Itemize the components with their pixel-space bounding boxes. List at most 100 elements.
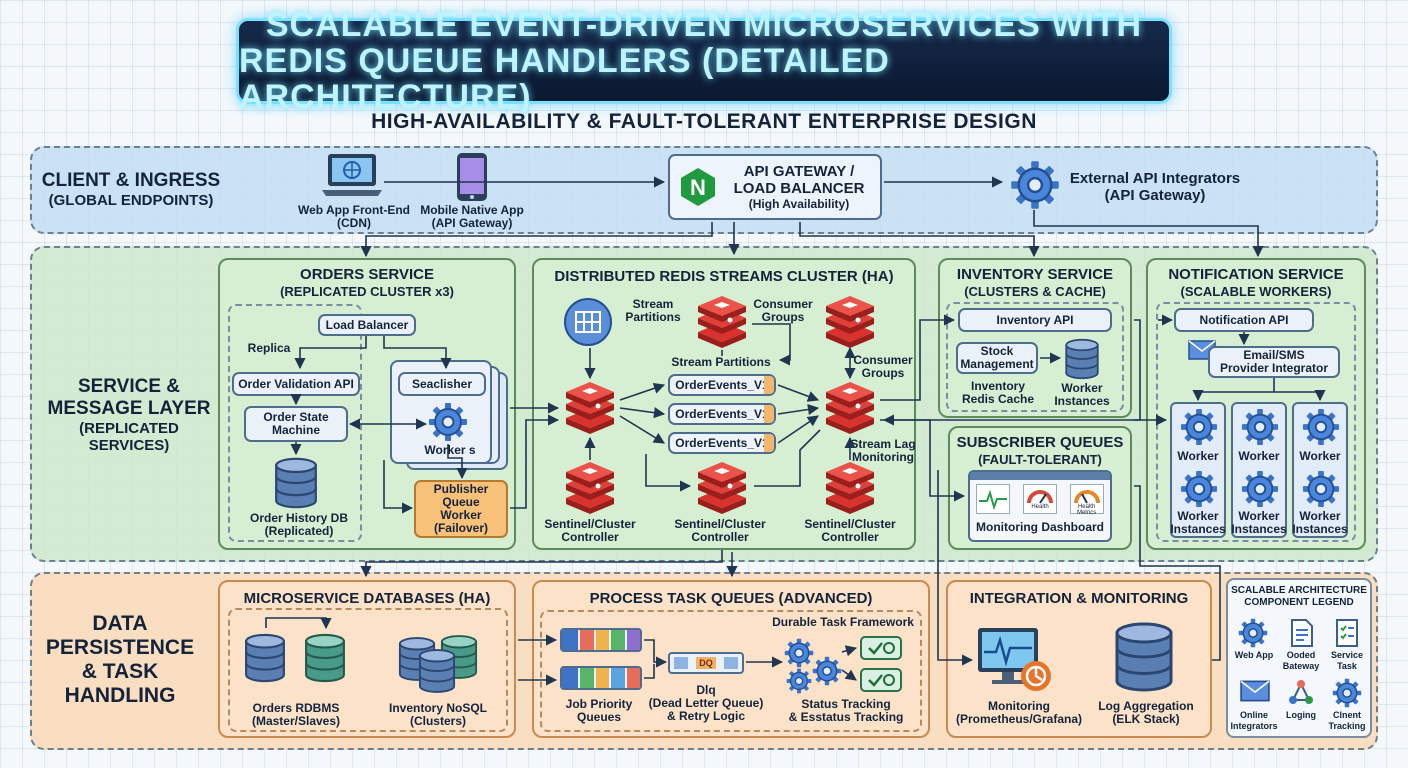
worker-gear-icon [428, 402, 468, 442]
publisher-queue-worker-box[interactable]: Publisher Queue Worker (Failover) [414, 480, 508, 538]
stream-tab-2 [764, 405, 774, 423]
stream-box-3[interactable]: OrderEvents_V1 [668, 432, 776, 454]
log-aggregation-db-icon [1114, 618, 1174, 696]
redis-node-left-primary [562, 382, 618, 434]
dlq-slot-1 [674, 657, 689, 669]
inventory-nosql-label: Inventory NoSQL(Clusters) [388, 701, 487, 728]
legend-document-icon [1286, 618, 1316, 648]
notification-api-box[interactable]: Notification API [1174, 308, 1314, 332]
worker-label: Worker s [424, 443, 476, 457]
title-line-1: SCALABLE EVENT-DRIVEN MICROSERVICES WITH [265, 6, 1143, 44]
order-history-db-label: Order History DB(Replicated) [249, 511, 349, 538]
client-ingress-label: CLIENT & INGRESS (GLOBAL ENDPOINTS) [41, 170, 221, 209]
gateway-line1: API GATEWAY / [743, 163, 855, 180]
worker-label-3: Worker [1299, 449, 1341, 463]
worker-label-1: Worker [1177, 449, 1219, 463]
legend-label-1: Web App [1234, 650, 1274, 660]
stream-partitions-icon [564, 298, 612, 346]
load-balancer-box[interactable]: Load Balancer [318, 314, 416, 336]
data-layer-label: DATA PERSISTENCE & TASK HANDLING [45, 612, 195, 708]
nginx-icon: N [678, 167, 718, 207]
health-gauge-icon: Health [1022, 484, 1057, 514]
stream-box-1[interactable]: OrderEvents_V1 [668, 374, 776, 396]
laptop-icon [322, 152, 382, 198]
worker-label-2: Worker [1238, 449, 1280, 463]
stream-tab-3 [764, 434, 774, 452]
phone-icon [456, 152, 488, 202]
task-framework-group [540, 610, 922, 732]
worker-gear-icon-3 [1302, 408, 1340, 446]
title-line-2: REDIS QUEUE HANDLERS (DETAILED ARCHITECT… [239, 42, 890, 116]
dlq-slot-2 [723, 657, 738, 669]
worker-instance-gear-icon-1 [1180, 470, 1218, 508]
health-metrics-gauge-icon: Health Metrics [1069, 484, 1104, 516]
tracking-gear-icon-3 [786, 668, 812, 694]
stream-tab-1 [764, 376, 774, 394]
order-validation-api-box[interactable]: Order Validation API [232, 372, 360, 396]
service-layer-label: SERVICE & MESSAGE LAYER (REPLICATED SERV… [47, 376, 211, 454]
redis-node-top-center [694, 296, 750, 348]
monitoring-screen-icon [976, 626, 1054, 698]
redis-node-bottom-center [694, 462, 750, 514]
dlq-queue-box[interactable]: DQ [668, 652, 744, 674]
stream-box-2[interactable]: OrderEvents_V1 [668, 403, 776, 425]
gateway-line2: LOAD BALANCER [733, 180, 865, 197]
title-banner: SCALABLE EVENT-DRIVEN MICROSERVICES WITH… [236, 7, 1172, 115]
priority-queue-2[interactable] [560, 666, 642, 690]
nginx-logo-letter: N [690, 175, 706, 200]
external-integrators-label: External API Integrators(API Gateway) [1069, 170, 1241, 204]
status-check-icon-2 [860, 668, 902, 692]
durable-task-framework-label: Durable Task Framework [772, 615, 914, 629]
monitoring-dashboard-window[interactable]: Health Health Metrics Monitoring Dashboa… [968, 470, 1112, 542]
api-gateway-box[interactable]: N API GATEWAY / LOAD BALANCER (High Avai… [668, 154, 882, 220]
tracking-gear-icon-1 [784, 638, 814, 668]
inventory-service-title: INVENTORY SERVICE (CLUSTERS & CACHE) [956, 266, 1114, 299]
process-task-queues-title: PROCESS TASK QUEUES (ADVANCED) [589, 590, 873, 607]
mobile-app-label: Mobile Native App(API Gateway) [420, 203, 524, 230]
redis-node-top-right [822, 296, 878, 348]
legend-network-icon [1286, 678, 1316, 708]
log-aggregation-label: Log Aggregation(ELK Stack) [1098, 699, 1194, 726]
worker-instance-gear-icon-2 [1241, 470, 1279, 508]
subtitle: HIGH-AVAILABILITY & FAULT-TOLERANT ENTER… [371, 110, 1037, 133]
gear-globe-icon [1008, 160, 1062, 210]
notification-service-title: NOTIFICATION SERVICE (SCALABLE WORKERS) [1168, 266, 1344, 299]
status-check-icon-1 [860, 636, 902, 660]
microservice-databases-title: MICROSERVICE DATABASES (HA) [243, 590, 491, 607]
dlq-label: Dlq (Dead Letter Queue) & Retry Logic [648, 683, 764, 723]
inventory-cache-db-icon [1064, 338, 1100, 380]
order-history-db-icon [274, 456, 318, 510]
replica-label: Replica [247, 341, 291, 355]
orders-rdbms-slave-icon [304, 632, 346, 684]
orders-service-title: ORDERS SERVICE (REPLICATED CLUSTER x3) [280, 266, 454, 299]
legend-checklist-icon [1332, 618, 1362, 648]
orders-rdbms-label: Orders RDBMS(Master/Slaves) [251, 701, 341, 728]
seaclisher-box[interactable]: Seaclisher [398, 372, 486, 396]
monitoring-dashboard-label: Monitoring Dashboard [976, 520, 1104, 534]
web-app-label: Web App Front-End(CDN) [298, 203, 410, 230]
priority-queue-1[interactable] [560, 628, 642, 652]
subscriber-queues-title: SUBSCRIBER QUEUES (FAULT-TOLERANT) [956, 434, 1124, 467]
worker-instance-gear-icon-3 [1302, 470, 1340, 508]
gateway-line3: (High Availability) [748, 197, 850, 211]
pulse-chart-icon [976, 484, 1011, 514]
inventory-api-box[interactable]: Inventory API [958, 308, 1112, 332]
redis-node-bottom-left [562, 462, 618, 514]
